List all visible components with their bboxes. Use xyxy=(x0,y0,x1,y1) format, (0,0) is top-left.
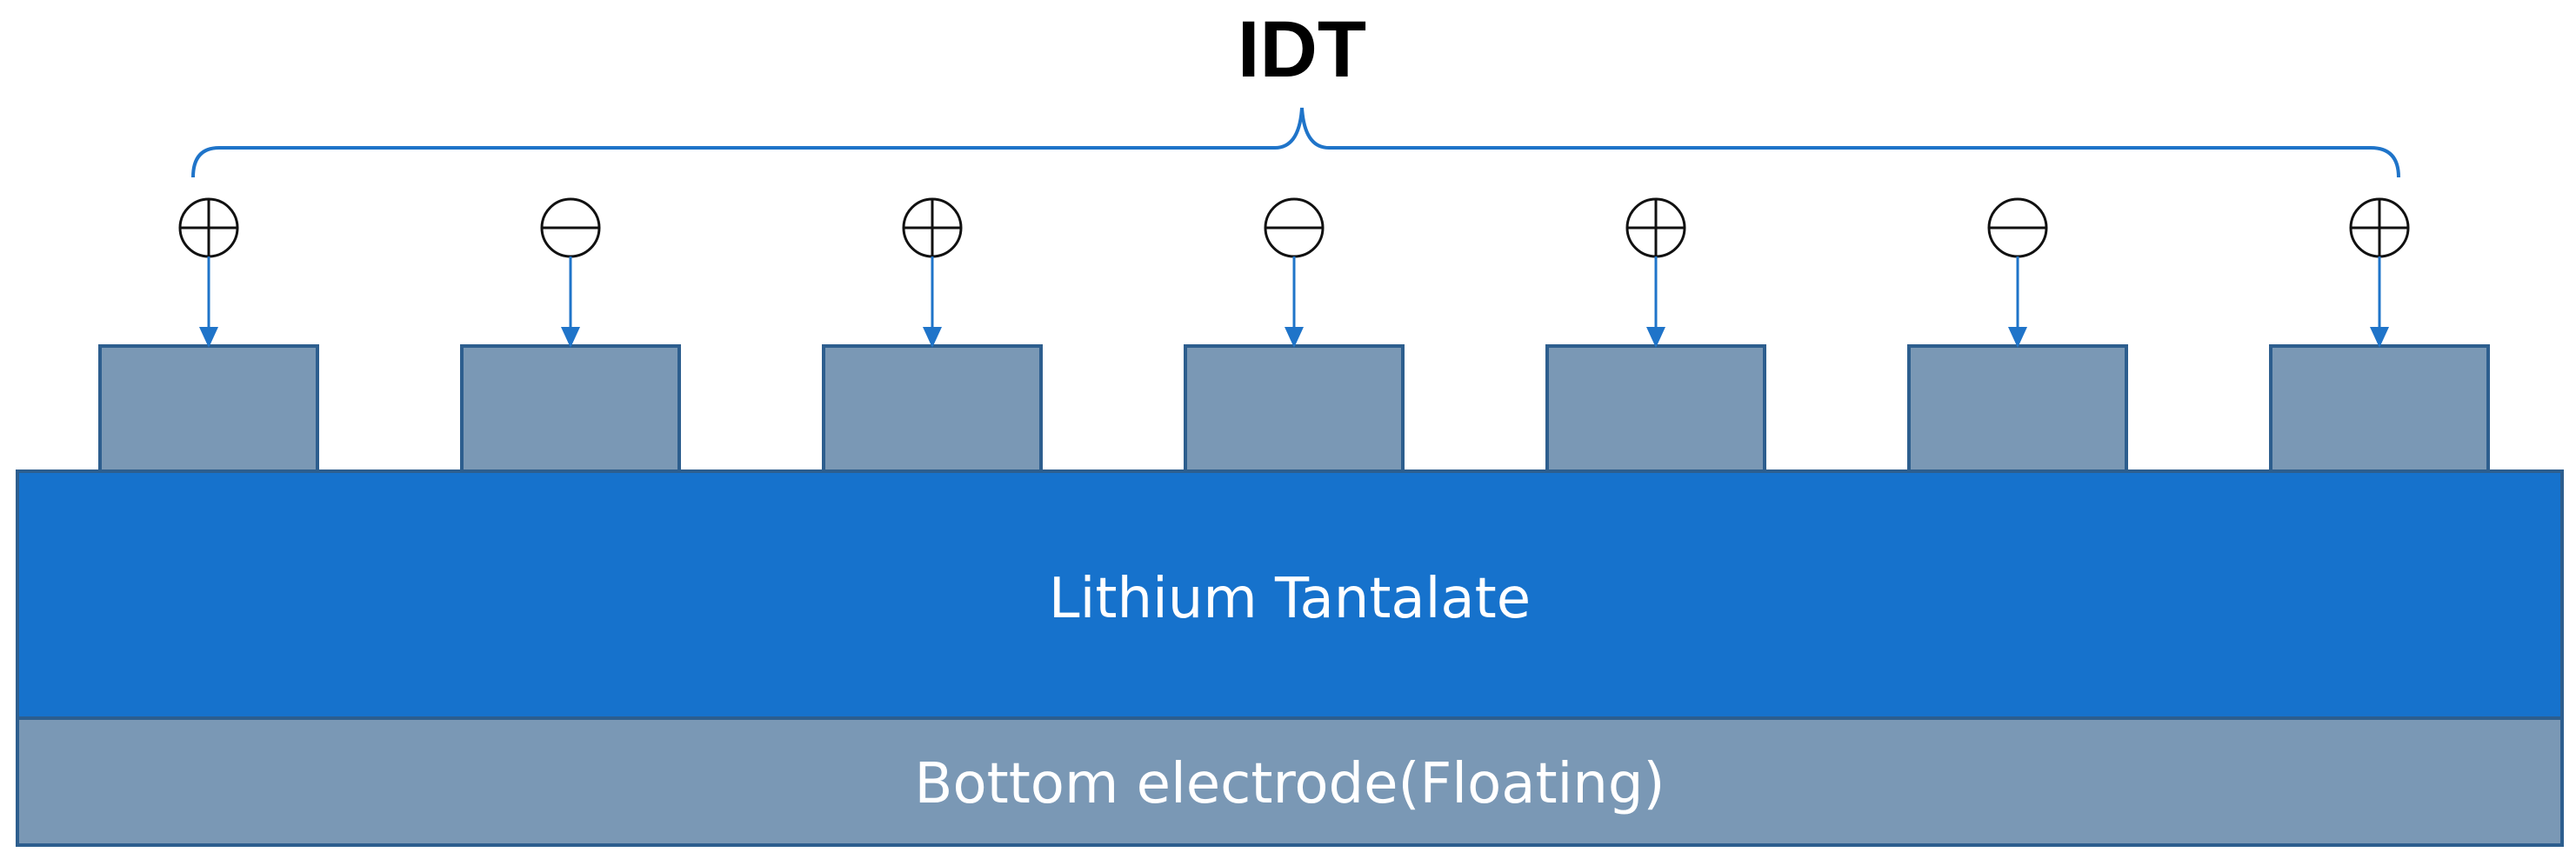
electrode-finger-7 xyxy=(2269,344,2490,473)
arrow-head-icon-1 xyxy=(199,327,218,348)
lithium-tantalate-layer xyxy=(16,469,2564,720)
idt-title: IDT xyxy=(1238,5,1366,94)
idt-brace xyxy=(191,107,2400,178)
electrode-finger-1 xyxy=(98,344,319,473)
lithium-tantalate-label: Lithium Tantalate xyxy=(1049,567,1531,631)
electrode-finger-3 xyxy=(822,344,1043,473)
arrow-head-icon-7 xyxy=(2370,327,2389,348)
arrow-head-icon-6 xyxy=(2008,327,2027,348)
bottom-electrode-layer xyxy=(16,716,2564,847)
electrode-finger-6 xyxy=(1907,344,2128,473)
electrode-finger-5 xyxy=(1545,344,1766,473)
arrow-head-icon-5 xyxy=(1646,327,1665,348)
bottom-electrode-label: Bottom electrode(Floating) xyxy=(915,752,1665,816)
electrode-finger-2 xyxy=(460,344,681,473)
arrow-head-icon-4 xyxy=(1285,327,1304,348)
arrow-head-icon-3 xyxy=(923,327,942,348)
arrow-head-icon-2 xyxy=(561,327,580,348)
electrode-finger-4 xyxy=(1184,344,1405,473)
electrode-array xyxy=(98,197,2490,473)
